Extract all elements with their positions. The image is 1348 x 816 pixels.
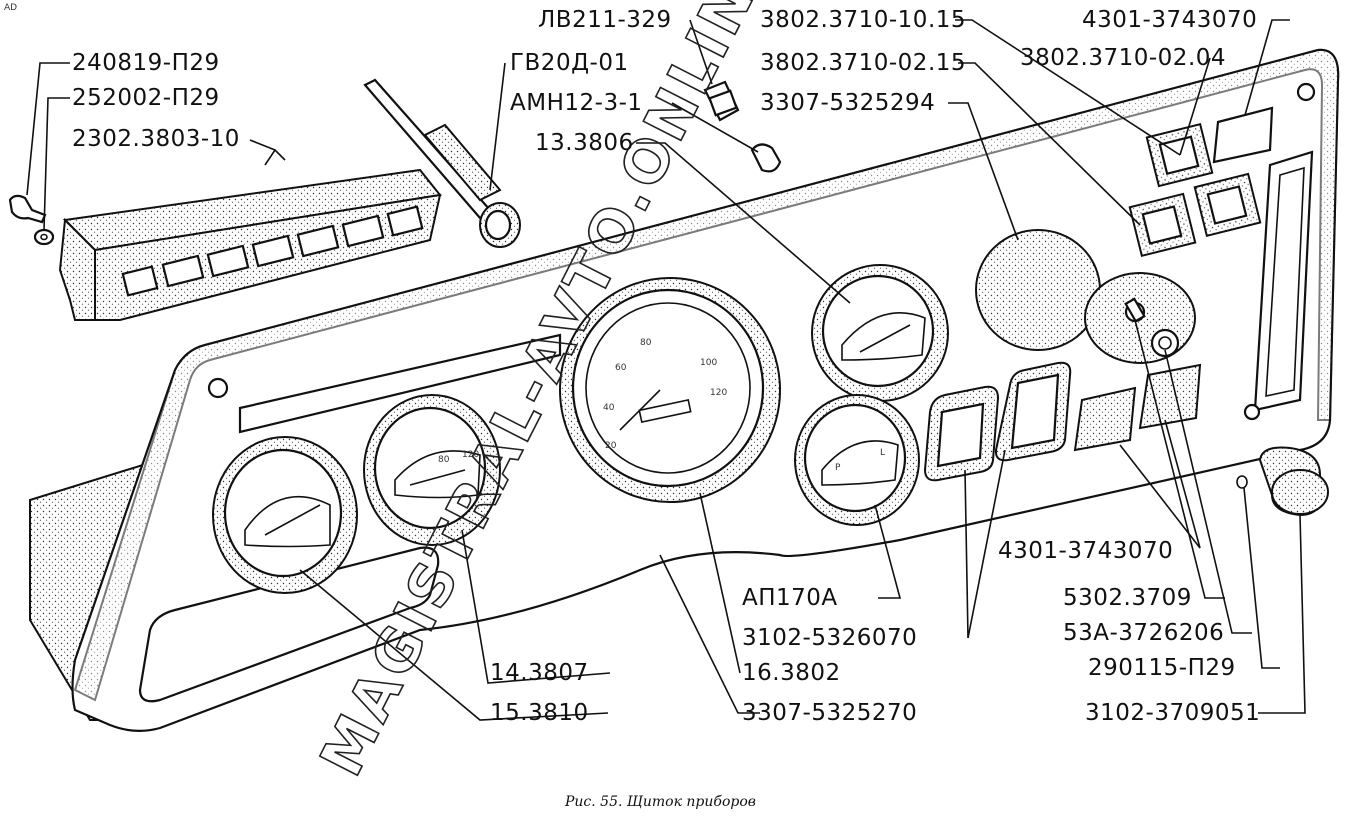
leader-lines	[26, 19, 1306, 721]
speedo-mark-120: 120	[710, 388, 727, 398]
label-3802-0215: 3802.3710-02.15	[760, 50, 966, 76]
label-13-3806: 13.3806	[535, 130, 634, 156]
gauge-fuel	[212, 436, 358, 594]
gauge-voltmeter: P L	[794, 394, 920, 526]
label-14-3807: 14.3807	[490, 660, 589, 686]
label-3102-051: 3102-3709051	[1085, 700, 1260, 726]
label-3307-270: 3307-5325270	[742, 700, 917, 726]
figure-caption: Рис. 55. Щиток приборов	[564, 794, 756, 810]
screw-and-washer	[8, 194, 55, 246]
speedo-mark-40: 40	[603, 403, 615, 413]
volt-mark-p: P	[835, 463, 841, 473]
lamp-socket-ring	[1150, 328, 1180, 358]
speedo-mark-60: 60	[615, 363, 627, 373]
dimmer-rheostat	[363, 78, 521, 248]
warning-block-assembly	[58, 148, 442, 321]
speedo-mark-100: 100	[700, 358, 717, 368]
indicator-window-1	[1073, 386, 1137, 452]
label-lv211: ЛВ211-329	[538, 7, 672, 33]
gauge-temperature: 80 120	[363, 394, 501, 546]
blank-plug-round	[975, 229, 1101, 351]
volt-mark-l: L	[880, 448, 885, 458]
label-amn12: АМН12-3-1	[510, 90, 643, 116]
mount-hole-2	[1296, 82, 1316, 102]
label-15-3810: 15.3810	[490, 700, 589, 726]
panel-rim	[73, 48, 1340, 702]
label-2302-3803: 2302.3803-10	[72, 126, 240, 152]
label-16-3802: 16.3802	[742, 660, 841, 686]
label-5302: 5302.3709	[1063, 585, 1192, 611]
label-ap170a: АП170А	[742, 585, 838, 611]
warning-lamp-blocks	[923, 361, 1072, 482]
mount-hole-3	[1243, 403, 1261, 421]
label-4301-mid: 4301-3743070	[998, 538, 1173, 564]
speedo-mark-20: 20	[605, 441, 617, 451]
label-4301-top: 4301-3743070	[1082, 7, 1257, 33]
bulb-and-socket	[703, 80, 782, 173]
label-240819: 240819-П29	[72, 50, 220, 76]
indicator-window-2	[1138, 363, 1202, 430]
label-290115: 290115-П29	[1088, 655, 1236, 681]
top-slot-left	[238, 333, 562, 434]
label-3307-294: 3307-5325294	[760, 90, 935, 116]
label-gv20d: ГВ20Д-01	[510, 50, 629, 76]
label-3802-1015: 3802.3710-10.15	[760, 7, 966, 33]
control-knob	[1236, 446, 1329, 517]
label-53a: 53А-3726206	[1063, 620, 1224, 646]
label-252002: 252002-П29	[72, 85, 220, 111]
label-3802-0204: 3802.3710-02.04	[1020, 45, 1226, 71]
temp-mark-120: 120	[462, 450, 479, 460]
gauge-oil-pressure	[811, 264, 949, 402]
corner-mark: AD	[4, 3, 17, 13]
speedo-mark-80: 80	[640, 338, 652, 348]
bottom-slot-left	[138, 546, 440, 703]
mount-hole-1	[207, 377, 229, 399]
temp-mark-80: 80	[438, 455, 450, 465]
speedometer: 80 100 120 60 40 20	[559, 277, 781, 503]
label-3102-070: 3102-5326070	[742, 625, 917, 651]
